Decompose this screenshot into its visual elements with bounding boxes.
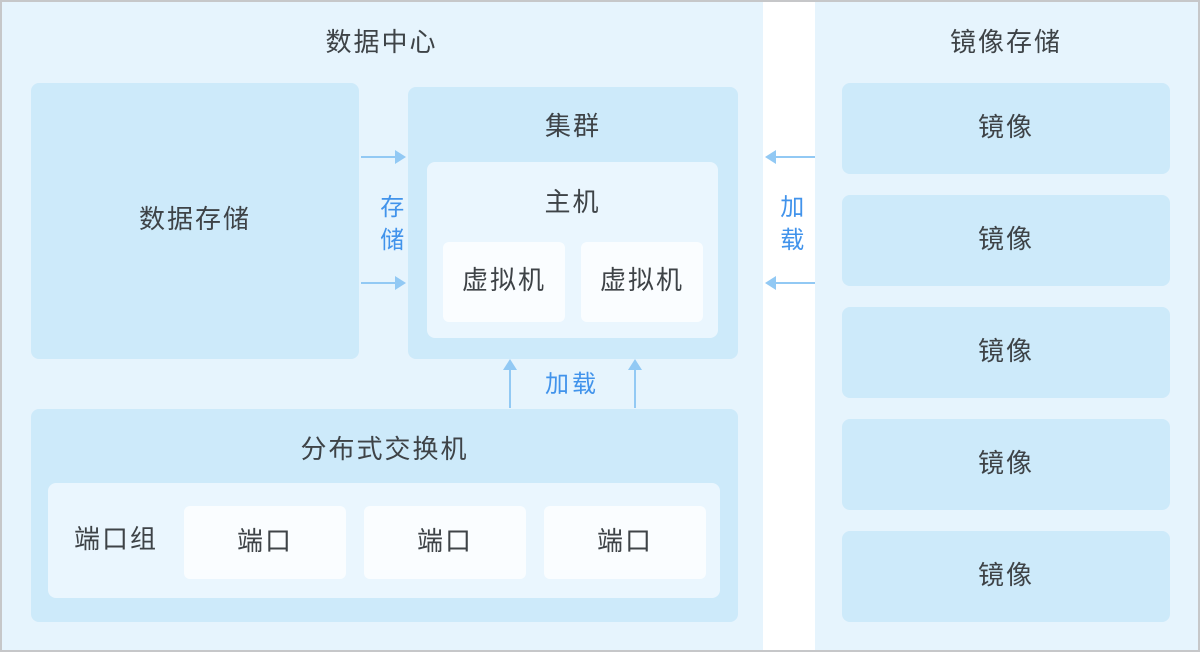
port-box: 端口 (364, 506, 526, 579)
port-box: 端口 (544, 506, 706, 579)
image-label: 镜像 (977, 560, 1034, 591)
host-title: 主机 (544, 188, 601, 218)
image-storage-title: 镜像存储 (949, 28, 1062, 58)
load-up-arrow-label: 加载 (545, 370, 599, 398)
image-label: 镜像 (977, 112, 1034, 143)
port-label: 端口 (236, 526, 293, 557)
load-up-arrow-line (509, 369, 511, 408)
image-box: 镜像 (842, 195, 1170, 286)
vm-label: 虚拟机 (461, 266, 546, 297)
load-left-arrow-head (765, 276, 776, 290)
cluster-box: 集群 主机 虚拟机 虚拟机 (408, 87, 738, 359)
vm-box: 虚拟机 (581, 242, 703, 322)
port-label: 端口 (416, 526, 473, 557)
image-box: 镜像 (842, 419, 1170, 510)
load-up-arrow-head (503, 359, 517, 370)
image-label: 镜像 (977, 224, 1034, 255)
image-label: 镜像 (977, 336, 1034, 367)
storage-arrow-line (361, 156, 396, 158)
image-label: 镜像 (977, 448, 1034, 479)
vm-box: 虚拟机 (443, 242, 565, 322)
data-storage-label: 数据存储 (138, 205, 251, 236)
port-box: 端口 (184, 506, 346, 579)
data-storage-box: 数据存储 (31, 83, 359, 359)
load-left-arrow-line (776, 282, 815, 284)
image-box: 镜像 (842, 83, 1170, 174)
image-box: 镜像 (842, 531, 1170, 622)
storage-arrow-head (395, 276, 406, 290)
load-up-arrow-head (628, 359, 642, 370)
storage-arrow-head (395, 150, 406, 164)
host-box: 主机 虚拟机 虚拟机 (427, 162, 718, 338)
port-label: 端口 (596, 526, 653, 557)
load-left-arrow-head (765, 150, 776, 164)
storage-arrow-line (361, 282, 396, 284)
distributed-switch-title: 分布式交换机 (300, 435, 469, 465)
load-up-arrow-line (634, 369, 636, 408)
cluster-title: 集群 (544, 112, 601, 142)
storage-arrow-label: 存储 (375, 194, 404, 260)
datacenter-title: 数据中心 (325, 28, 438, 58)
panel-gap-strip (763, 0, 815, 652)
vm-label: 虚拟机 (599, 266, 684, 297)
load-left-arrow-label: 加载 (775, 194, 804, 260)
port-group-label: 端口组 (73, 524, 158, 555)
port-group-row: 端口组 端口 端口 端口 (48, 483, 720, 598)
image-box: 镜像 (842, 307, 1170, 398)
load-left-arrow-line (776, 156, 815, 158)
distributed-switch-box: 分布式交换机 端口组 端口 端口 端口 (31, 409, 738, 622)
